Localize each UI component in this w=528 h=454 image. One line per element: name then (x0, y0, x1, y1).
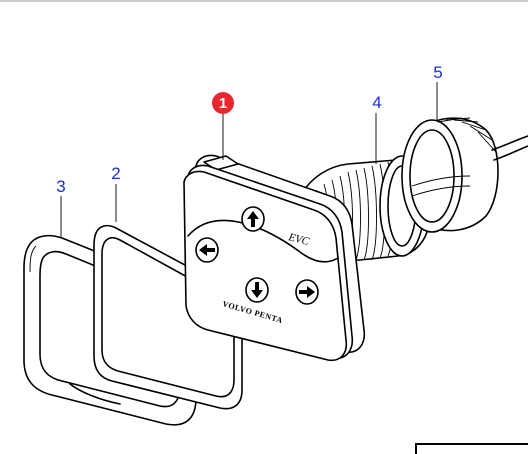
callout-1-label: 1 (219, 95, 227, 112)
arrow-up-icon (247, 211, 259, 227)
callout-1: 1 (212, 92, 234, 114)
part-5-knurled-nut (401, 117, 528, 233)
right-arrow-button[interactable] (295, 279, 319, 305)
callout-5-label: 5 (433, 63, 442, 82)
down-arrow-button[interactable] (245, 277, 269, 303)
callout-1-badge (212, 92, 234, 114)
leader-lines (60, 82, 438, 238)
callout-3-label: 3 (56, 177, 65, 196)
arrow-right-icon (299, 286, 315, 298)
part-1-control-panel: EVC VOLVO PENTA (183, 154, 366, 362)
up-arrow-button[interactable] (241, 206, 265, 232)
part-2-gasket (93, 224, 243, 410)
callout-2-label: 2 (111, 164, 120, 183)
callout-4-label: 4 (372, 93, 381, 112)
corner-box-fragment (415, 443, 528, 454)
left-arrow-button[interactable] (195, 237, 219, 263)
arrow-left-icon (199, 244, 215, 256)
panel-evc-label: EVC (286, 231, 311, 248)
arrow-down-icon (251, 282, 263, 298)
